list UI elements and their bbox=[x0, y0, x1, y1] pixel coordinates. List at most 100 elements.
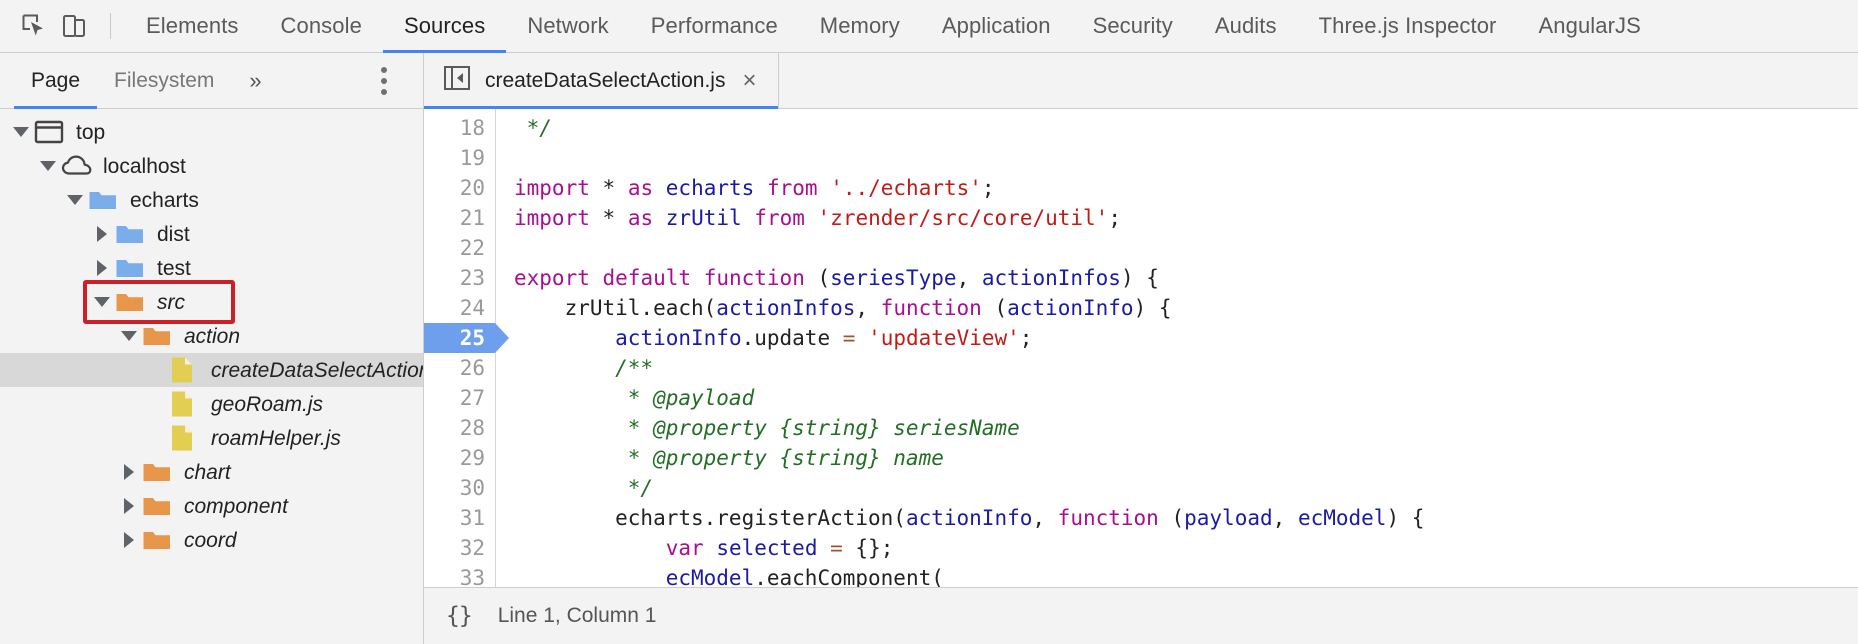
code-token bbox=[590, 176, 603, 200]
folder-orange-icon bbox=[142, 459, 176, 485]
editor-status-bar: {} Line 1, Column 1 bbox=[424, 587, 1858, 644]
tree-item-label: test bbox=[157, 256, 191, 280]
tab-elements[interactable]: Elements bbox=[125, 0, 260, 52]
tree-item-createdataselectaction-js[interactable]: createDataSelectAction.js bbox=[0, 353, 423, 387]
line-number[interactable]: 28 bbox=[459, 416, 485, 440]
code-line: import * as echarts from '../echarts'; bbox=[514, 173, 1858, 203]
tree-item-src[interactable]: src bbox=[0, 285, 423, 319]
chevron-right-icon[interactable] bbox=[116, 498, 142, 514]
tab-label: Three.js Inspector bbox=[1318, 13, 1497, 38]
chevron-down-icon[interactable] bbox=[116, 331, 142, 341]
code-token: seriesType bbox=[830, 266, 957, 290]
line-number[interactable]: 31 bbox=[459, 506, 485, 530]
line-number[interactable]: 27 bbox=[459, 386, 485, 410]
panel-tabs: Elements Console Sources Network Perform… bbox=[125, 0, 1662, 53]
inspect-element-icon[interactable] bbox=[14, 6, 54, 46]
chevron-down-icon[interactable] bbox=[35, 161, 61, 171]
tree-item-label: top bbox=[76, 120, 106, 144]
code-token: payload bbox=[1184, 506, 1273, 530]
tree-item-label: dist bbox=[157, 222, 190, 246]
line-number[interactable]: 25 bbox=[424, 323, 509, 353]
tree-item-chart[interactable]: chart bbox=[0, 455, 423, 489]
chevron-right-icon[interactable] bbox=[116, 464, 142, 480]
tab-performance[interactable]: Performance bbox=[630, 0, 799, 52]
folder-orange-icon bbox=[142, 323, 176, 349]
tab-application[interactable]: Application bbox=[921, 0, 1072, 52]
navtab-filesystem[interactable]: Filesystem bbox=[97, 53, 231, 108]
tree-item-component[interactable]: component bbox=[0, 489, 423, 523]
navtab-label: Filesystem bbox=[114, 68, 215, 92]
navigator-tabbar: Page Filesystem » bbox=[0, 53, 423, 109]
line-number[interactable]: 20 bbox=[459, 176, 485, 200]
tab-security[interactable]: Security bbox=[1072, 0, 1194, 52]
navtab-overflow-chevron-icon[interactable]: » bbox=[231, 53, 273, 108]
chevron-down-icon[interactable] bbox=[89, 297, 115, 307]
tab-angularjs[interactable]: AngularJS bbox=[1518, 0, 1662, 52]
code-token: = bbox=[842, 326, 856, 350]
code-token: ) { bbox=[1133, 296, 1172, 320]
code-token bbox=[855, 326, 868, 350]
code-token: /** bbox=[514, 356, 654, 380]
tab-audits[interactable]: Audits bbox=[1194, 0, 1298, 52]
code-token: ) { bbox=[1386, 506, 1425, 530]
code-token bbox=[615, 176, 628, 200]
tree-item-localhost[interactable]: localhost bbox=[0, 149, 423, 183]
tab-console[interactable]: Console bbox=[260, 0, 383, 52]
line-number-gutter[interactable]: 181920212223242526272829303132333435 bbox=[424, 109, 509, 587]
tab-label: Sources bbox=[403, 13, 486, 38]
show-navigator-icon[interactable] bbox=[444, 65, 470, 96]
line-number[interactable]: 23 bbox=[459, 266, 485, 290]
code-token: 'updateView' bbox=[868, 326, 1020, 350]
chevron-down-icon[interactable] bbox=[8, 127, 34, 137]
chevron-right-icon[interactable] bbox=[89, 226, 115, 242]
tree-item-top[interactable]: top bbox=[0, 115, 423, 149]
line-number[interactable]: 22 bbox=[459, 236, 485, 260]
close-icon[interactable]: × bbox=[742, 66, 757, 94]
chevron-right-icon[interactable] bbox=[89, 260, 115, 276]
code-token: ecModel bbox=[665, 566, 755, 587]
code-token: ; bbox=[1019, 326, 1033, 350]
code-token: default bbox=[602, 266, 692, 290]
tree-item-action[interactable]: action bbox=[0, 319, 423, 353]
code-token: 'zrender/src/core/util' bbox=[817, 206, 1109, 230]
code-line: * @payload bbox=[514, 383, 1858, 413]
editor-tab-createdataselectaction[interactable]: createDataSelectAction.js × bbox=[424, 53, 780, 109]
folder-orange-icon bbox=[142, 527, 176, 553]
code-token: '../echarts' bbox=[830, 176, 982, 200]
code-viewer[interactable]: 181920212223242526272829303132333435 */ … bbox=[424, 109, 1858, 587]
line-number[interactable]: 26 bbox=[459, 356, 485, 380]
line-number[interactable]: 19 bbox=[459, 146, 485, 170]
device-toolbar-icon[interactable] bbox=[54, 6, 94, 46]
tree-item-test[interactable]: test bbox=[0, 251, 423, 285]
kebab-menu-icon[interactable] bbox=[371, 66, 397, 96]
line-number[interactable]: 21 bbox=[459, 206, 485, 230]
code-content[interactable]: */ import * as echarts from '../echarts'… bbox=[496, 109, 1858, 587]
tab-network[interactable]: Network bbox=[506, 0, 629, 52]
code-token: var bbox=[665, 536, 704, 560]
tab-memory[interactable]: Memory bbox=[799, 0, 921, 52]
line-number[interactable]: 33 bbox=[459, 566, 485, 587]
chevron-down-icon[interactable] bbox=[62, 195, 88, 205]
line-number[interactable]: 30 bbox=[459, 476, 485, 500]
chevron-right-icon[interactable] bbox=[116, 532, 142, 548]
tree-item-coord[interactable]: coord bbox=[0, 523, 423, 557]
code-token: import bbox=[514, 176, 590, 200]
code-token: zrUtil.each( bbox=[514, 296, 717, 320]
line-number[interactable]: 24 bbox=[459, 296, 485, 320]
tab-threejs-inspector[interactable]: Three.js Inspector bbox=[1298, 0, 1518, 52]
code-line: export default function (seriesType, act… bbox=[514, 263, 1858, 293]
line-number[interactable]: 29 bbox=[459, 446, 485, 470]
pretty-print-button[interactable]: {} bbox=[446, 603, 473, 629]
tree-item-echarts[interactable]: echarts bbox=[0, 183, 423, 217]
tree-item-georoam-js[interactable]: geoRoam.js bbox=[0, 387, 423, 421]
code-token bbox=[653, 176, 666, 200]
navtab-page[interactable]: Page bbox=[14, 53, 98, 109]
tree-item-dist[interactable]: dist bbox=[0, 217, 423, 251]
tree-item-roamhelper-js[interactable]: roamHelper.js bbox=[0, 421, 423, 455]
line-number[interactable]: 18 bbox=[459, 116, 485, 140]
tab-sources[interactable]: Sources bbox=[382, 0, 507, 53]
code-token: function bbox=[1057, 506, 1159, 530]
line-number[interactable]: 32 bbox=[459, 536, 485, 560]
